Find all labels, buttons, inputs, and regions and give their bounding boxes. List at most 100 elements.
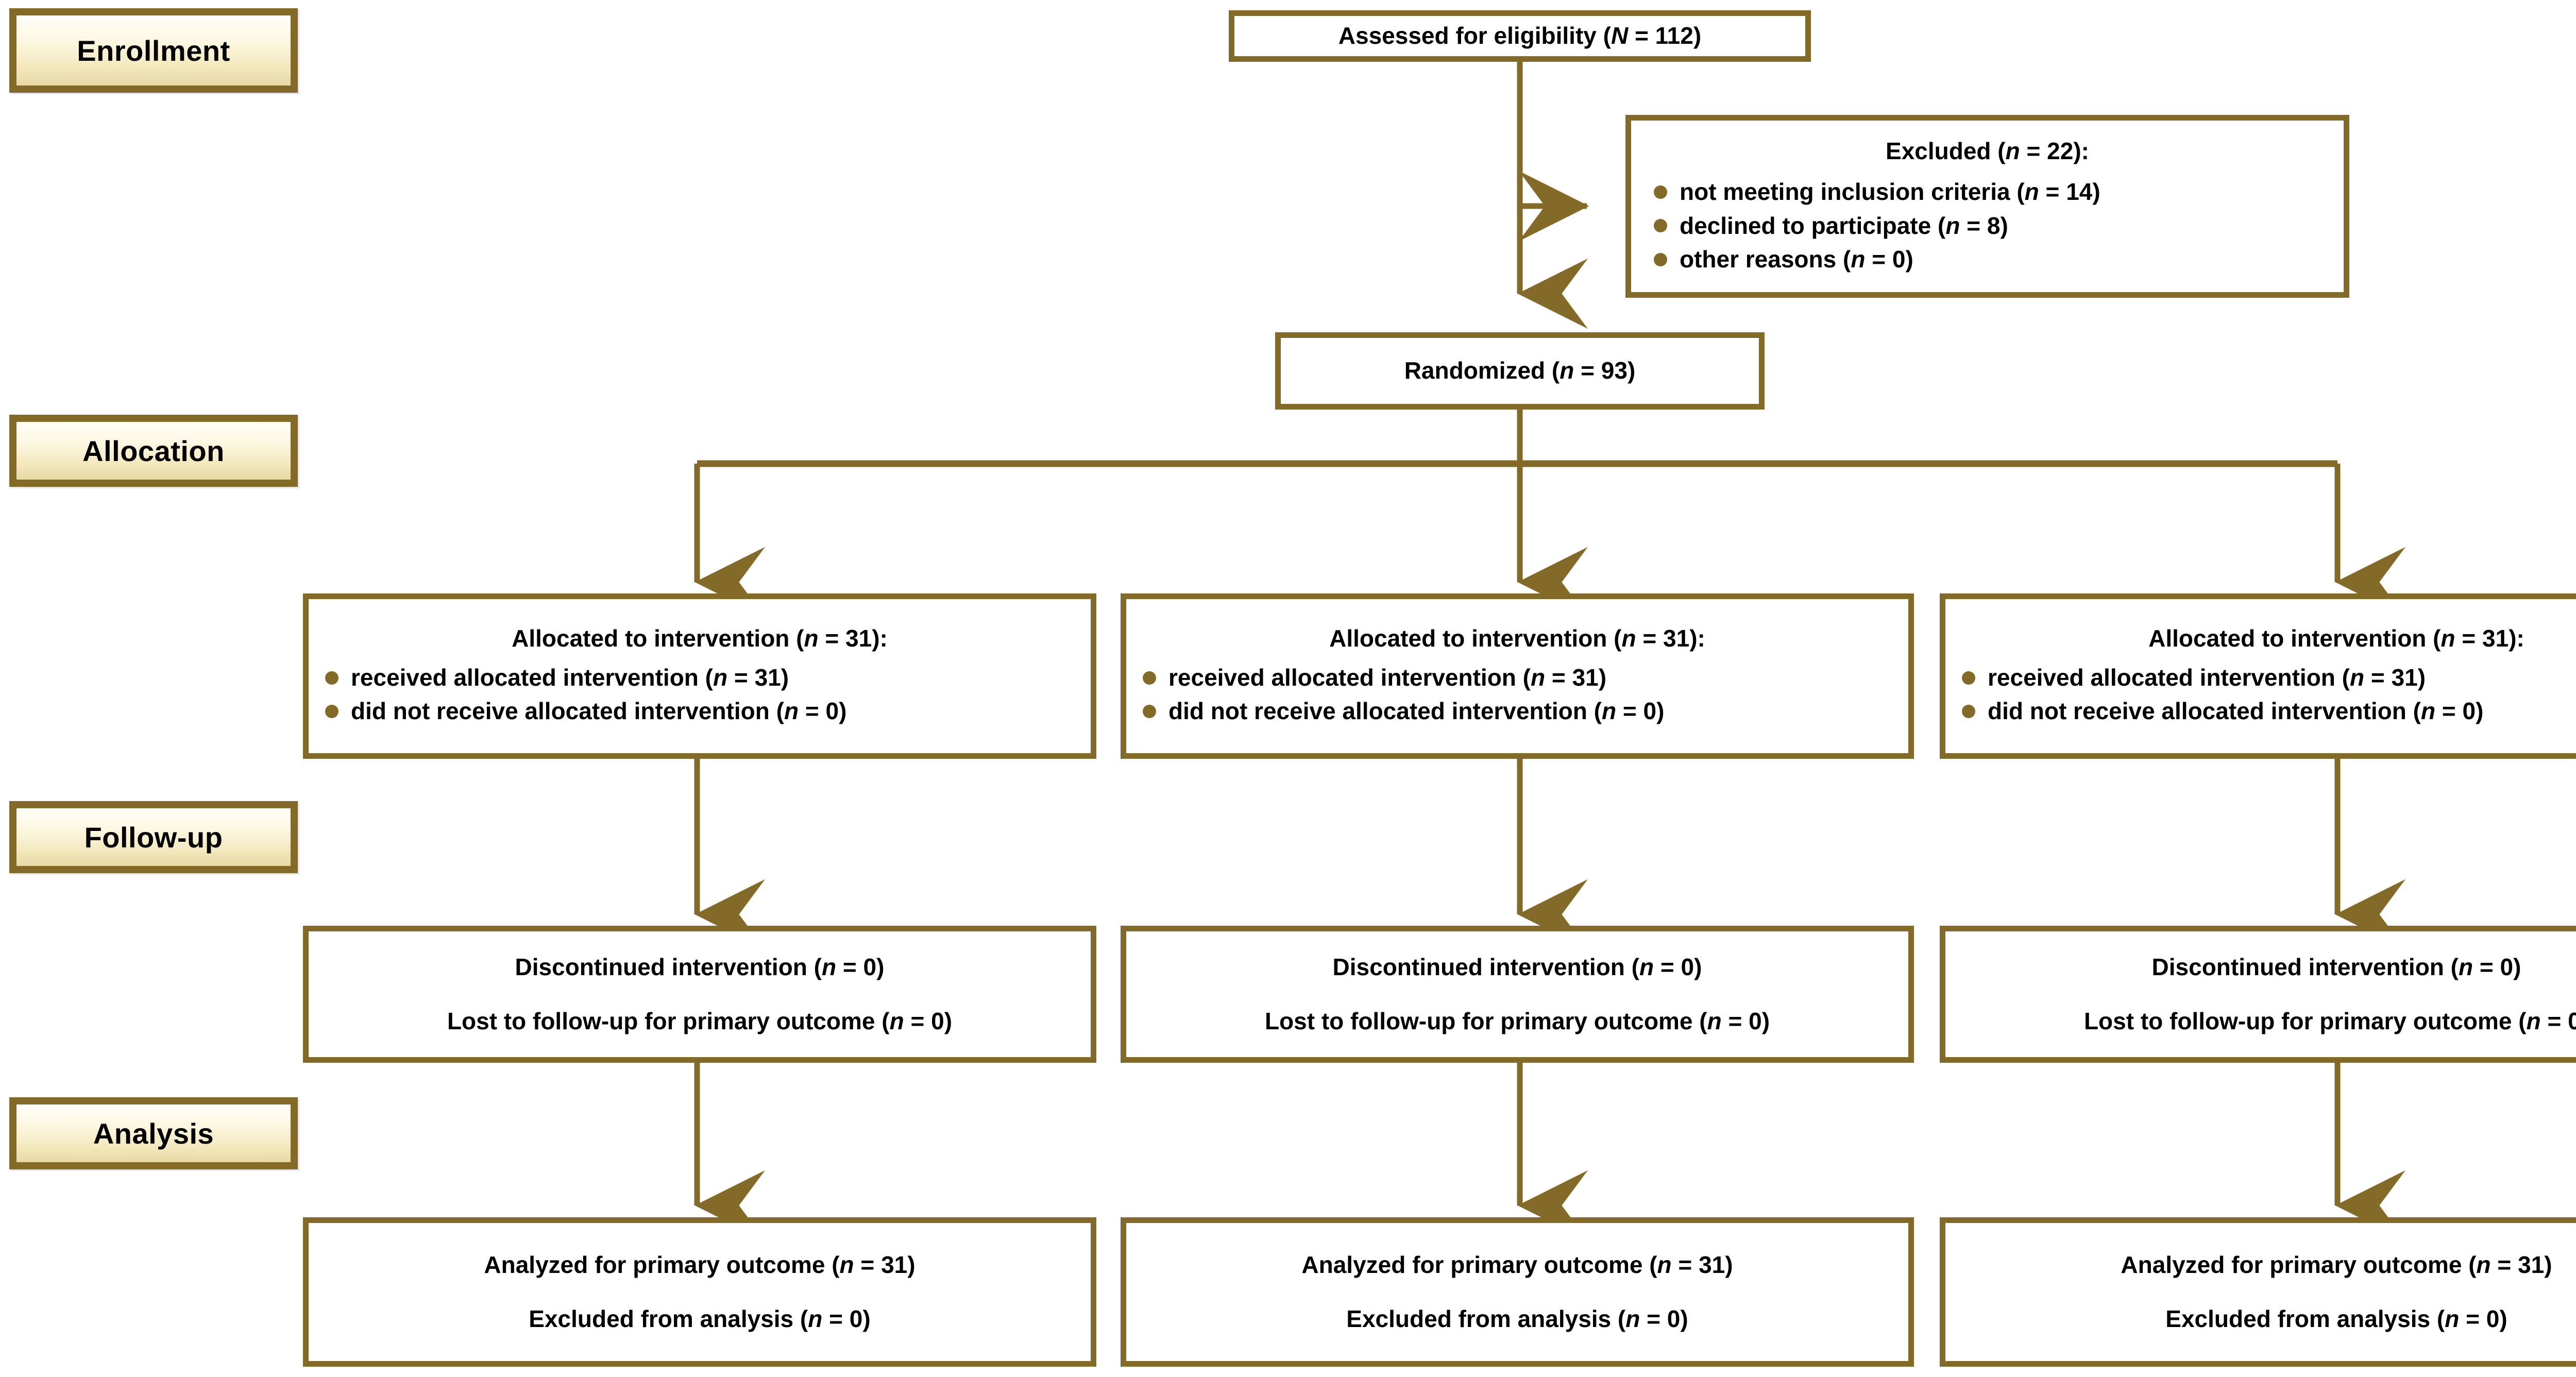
excluded-heading-mid: = <box>2020 137 2047 164</box>
allocation-item-list-arm-3: received allocated intervention (n = 31)… <box>1957 661 2576 728</box>
stage-label-allocation: Allocation <box>82 434 225 467</box>
reason-mid: = <box>2039 178 2066 206</box>
followup-symbol: n <box>2526 1008 2541 1034</box>
followup-label: Lost to follow-up for primary outcome ( <box>447 1008 890 1034</box>
analysis-line-2-arm-3: Excluded from analysis (n = 0) <box>1955 1304 2576 1334</box>
analysis-suffix: ) <box>2499 1305 2507 1332</box>
alloc-item-symbol: n <box>1531 664 1546 691</box>
bullet-dot-icon <box>1143 704 1156 718</box>
reason-symbol: n <box>1851 245 1866 273</box>
alloc-item-value: 0 <box>2462 698 2476 725</box>
excluded-reason-list: not meeting inclusion criteria (n = 14) … <box>1649 175 2326 276</box>
bullet-dot-icon <box>1962 671 1975 685</box>
analysis-value: 0 <box>849 1305 863 1332</box>
excluded-heading: Excluded (n = 22): <box>1649 137 2326 166</box>
followup-suffix: ) <box>1761 1008 1770 1034</box>
excluded-heading-suffix: ): <box>2073 137 2089 164</box>
followup-suffix: ) <box>944 1008 953 1034</box>
reason-suffix: ) <box>2092 178 2100 206</box>
reason-suffix: ) <box>2000 212 2008 239</box>
list-item: declined to participate (n = 8) <box>1649 209 2326 243</box>
alloc-heading-symbol: n <box>804 625 819 652</box>
alloc-heading-symbol: n <box>1621 625 1636 652</box>
analysis-mid: = <box>2490 1251 2518 1278</box>
analysis-suffix: ) <box>862 1305 871 1332</box>
allocation-item-list-arm-2: received allocated intervention (n = 31)… <box>1138 661 1897 728</box>
analysis-suffix: ) <box>2544 1251 2552 1278</box>
randomized-value: 93 <box>1601 357 1628 384</box>
alloc-item-label: received allocated intervention ( <box>1988 664 2350 691</box>
bullet-dot-icon <box>325 671 338 685</box>
analysis-mid: = <box>854 1251 882 1278</box>
bullet-dot-icon <box>325 704 338 718</box>
analysis-value: 0 <box>1667 1305 1681 1332</box>
followup-symbol: n <box>1707 1008 1722 1034</box>
followup-line-1-arm-2: Discontinued intervention (n = 0) <box>1136 953 1899 982</box>
list-item: did not receive allocated intervention (… <box>320 694 1079 728</box>
alloc-heading-suffix: ): <box>1689 625 1705 652</box>
reason-value: 8 <box>1987 212 2001 239</box>
followup-line-1-arm-1: Discontinued intervention (n = 0) <box>318 953 1081 982</box>
stage-chip-enrollment: Enrollment <box>9 8 298 93</box>
alloc-item-symbol: n <box>2350 664 2365 691</box>
alloc-item-mid: = <box>1616 698 1643 725</box>
analysis-symbol: n <box>1625 1305 1640 1332</box>
followup-symbol: n <box>2459 953 2473 980</box>
alloc-item-symbol: n <box>713 664 728 691</box>
alloc-item-suffix: ) <box>1656 698 1665 725</box>
followup-suffix: ) <box>2513 953 2521 980</box>
analysis-label: Excluded from analysis ( <box>2165 1305 2445 1332</box>
box-assessed-for-eligibility: Assessed for eligibility (N = 112) <box>1229 10 1811 62</box>
followup-suffix: ) <box>1694 953 1702 980</box>
followup-mid: = <box>2540 1008 2568 1034</box>
alloc-heading-prefix: Allocated to intervention ( <box>512 625 804 652</box>
alloc-heading-value: 31 <box>2482 625 2509 652</box>
reason-mid: = <box>1865 245 1892 273</box>
list-item: not meeting inclusion criteria (n = 14) <box>1649 175 2326 209</box>
followup-value: 0 <box>1681 953 1694 980</box>
reason-value: 14 <box>2066 178 2093 206</box>
alloc-item-value: 31 <box>754 664 781 691</box>
randomized-mid: = <box>1574 357 1601 384</box>
bullet-dot-icon <box>1143 671 1156 685</box>
analysis-symbol: n <box>839 1251 854 1278</box>
alloc-heading-mid: = <box>818 625 846 652</box>
alloc-heading-mid: = <box>2455 625 2483 652</box>
analysis-line-2-arm-2: Excluded from analysis (n = 0) <box>1136 1304 1899 1334</box>
stage-label-enrollment: Enrollment <box>77 34 230 67</box>
followup-mid: = <box>1721 1008 1749 1034</box>
followup-symbol: n <box>822 953 837 980</box>
analysis-mid: = <box>1640 1305 1667 1332</box>
analysis-line-1-arm-2: Analyzed for primary outcome (n = 31) <box>1136 1250 1899 1280</box>
assessed-symbol: N <box>1611 22 1629 49</box>
bullet-dot-icon <box>1654 252 1667 266</box>
box-analysis-arm-2: Analyzed for primary outcome (n = 31) Ex… <box>1121 1217 1914 1367</box>
box-allocation-arm-3: Allocated to intervention (n = 31): rece… <box>1940 593 2576 759</box>
assessed-value: 112 <box>1655 22 1693 49</box>
alloc-item-symbol: n <box>784 698 799 725</box>
list-item: received allocated intervention (n = 31) <box>320 661 1079 694</box>
followup-line-2-arm-2: Lost to follow-up for primary outcome (n… <box>1136 1007 1899 1036</box>
excluded-heading-value: 22 <box>2047 137 2074 164</box>
randomized-text: Randomized (n = 93) <box>1281 356 1759 386</box>
stage-chip-analysis: Analysis <box>9 1097 298 1169</box>
followup-mid: = <box>904 1008 931 1034</box>
followup-value: 0 <box>863 953 877 980</box>
alloc-item-mid: = <box>2364 664 2392 691</box>
analysis-suffix: ) <box>1680 1305 1688 1332</box>
analysis-line-1-arm-3: Analyzed for primary outcome (n = 31) <box>1955 1250 2576 1280</box>
box-analysis-arm-3: Analyzed for primary outcome (n = 31) Ex… <box>1940 1217 2576 1367</box>
alloc-item-label: did not receive allocated intervention ( <box>351 698 784 725</box>
alloc-item-value: 31 <box>1572 664 1599 691</box>
analysis-symbol: n <box>2445 1305 2460 1332</box>
analysis-suffix: ) <box>907 1251 916 1278</box>
followup-suffix: ) <box>876 953 885 980</box>
followup-mid: = <box>2473 953 2500 980</box>
stage-chip-followup: Follow-up <box>9 801 298 873</box>
analysis-value: 31 <box>2518 1251 2545 1278</box>
followup-label: Discontinued intervention ( <box>1332 953 1639 980</box>
alloc-item-suffix: ) <box>839 698 847 725</box>
reason-mid: = <box>1960 212 1987 239</box>
